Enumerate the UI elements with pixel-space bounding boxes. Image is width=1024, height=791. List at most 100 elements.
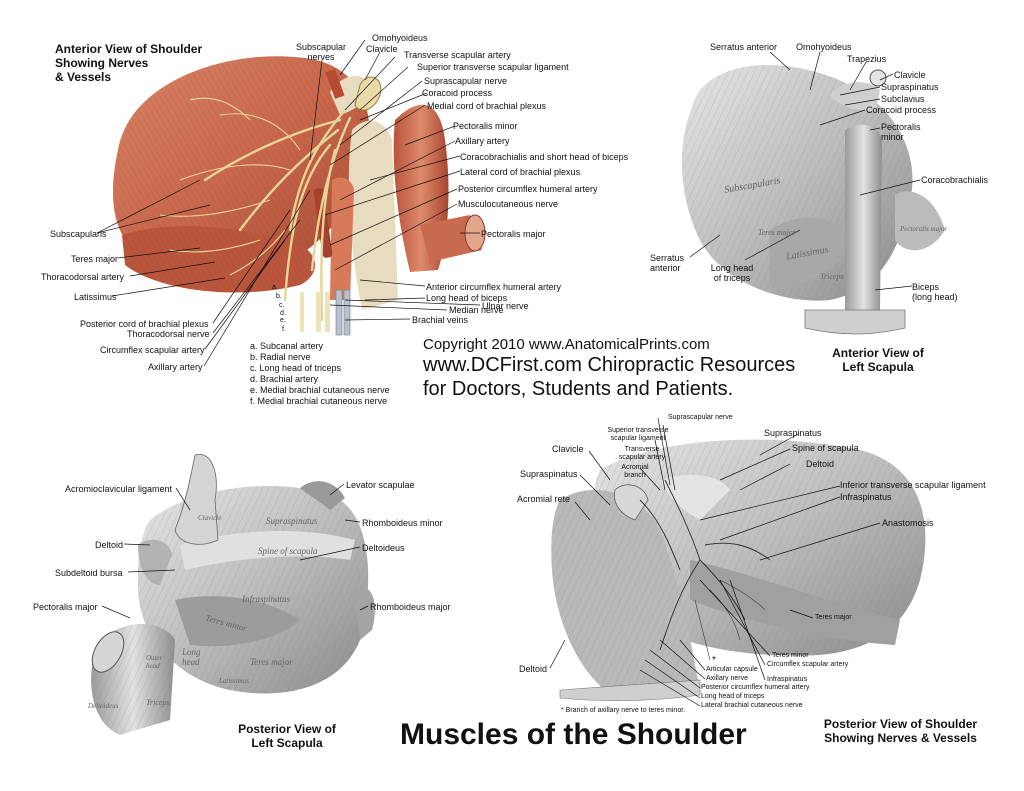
label-line: nerves [307, 52, 335, 62]
label-ulnar-nerve: Ulnar nerve [482, 301, 529, 311]
anterior-scapula-title: Anterior View of Left Scapula [818, 346, 938, 374]
label-rhomboideus-minor: Rhomboideus minor [362, 518, 443, 528]
label-coracoid-process: Coracoid process [866, 105, 937, 115]
label-superior-transverse-scapular-ligament: Superior transverse scapular ligament [417, 62, 569, 72]
title-line: Anterior View of Shoulder [55, 42, 203, 56]
copyright-resources: www.DCFirst.com Chiropractic Resources [423, 354, 796, 376]
label-acromial-branch: Acromial branch [617, 464, 653, 480]
title-line: Posterior View of [238, 722, 336, 736]
image-label-long-head: Long head [182, 647, 201, 667]
image-label-triceps: Triceps [146, 698, 170, 707]
label-transverse-scapular-artery: Transverse scapular artery [610, 446, 674, 462]
label-line: minor [881, 132, 904, 142]
posterior-shoulder-illustration [551, 439, 926, 701]
copyright-audience: for Doctors, Students and Patients. [423, 378, 734, 400]
label-thoracodorsal-nerve: Thoracodorsal nerve [127, 329, 210, 339]
posterior-nerves-title: Posterior View of Shoulder Showing Nerve… [808, 717, 993, 745]
label-line: Long head [710, 263, 754, 273]
label-line: branch [624, 472, 646, 479]
label-deltoid-bottom: Deltoid [519, 664, 548, 674]
label-pectoralis-major: Pectoralis major [481, 229, 546, 239]
legend-item: a. Subcanal artery [250, 341, 324, 351]
label-line: anterior [650, 263, 681, 273]
letter-e: e. [280, 317, 286, 324]
label-clavicle: Clavicle [894, 70, 926, 80]
label-line: Superior transverse [607, 427, 669, 434]
label-line: Pectoralis [881, 122, 921, 132]
label-line: head [182, 657, 200, 667]
label-circumflex-scapular-artery: Circumflex scapular artery [100, 345, 205, 355]
label-line: scapular artery [618, 454, 666, 461]
label-axillary-artery-top: Axillary artery [455, 136, 510, 146]
letter-c: c. [279, 302, 285, 309]
label-levator-scapulae: Levator scapulae [346, 480, 415, 490]
label-subscapular-nerves: Subscapular nerves [296, 42, 346, 62]
letter-d: d. [280, 310, 286, 317]
label-line: Long [182, 647, 201, 657]
label-spine-of-scapula: Spine of scapula [792, 443, 859, 453]
label-line: Outer [146, 654, 163, 662]
image-label-supraspinatus: Supraspinatus [266, 516, 318, 526]
title-line: Showing Nerves [55, 56, 149, 70]
image-label-teres-major: Teres major [250, 657, 293, 667]
letter-a: a. [272, 284, 278, 291]
label-coracobrachialis-biceps: Coracobrachialis and short head of bicep… [460, 152, 629, 162]
label-lateral-brachial: Lateral brachial cutaneous nerve [701, 702, 803, 709]
label-pectoralis-major: Pectoralis major [33, 602, 98, 612]
letter-b: b. [276, 293, 282, 300]
label-axillary-nerve: Axillary nerve [706, 675, 749, 682]
label-coracobrachialis: Coracobrachialis [921, 175, 989, 185]
image-label-infraspinatus: Infraspinatus [242, 594, 291, 604]
label-serratus-anterior-bottom: Serratus anterior [650, 253, 684, 273]
image-label-latissimus: Latissimus [219, 677, 249, 685]
image-label-spine-of-scapula: Spine of scapula [258, 546, 318, 556]
label-lateral-cord: Lateral cord of brachial plexus [460, 167, 581, 177]
legend-item: c. Long head of triceps [250, 363, 342, 373]
label-long-head-triceps: Long head of triceps [701, 693, 765, 700]
label-acromial-rete: Acromial rete [517, 494, 571, 504]
posterior-scapula-illustration [91, 453, 375, 735]
anterior-nerves-title: Anterior View of Shoulder Showing Nerves… [55, 42, 202, 84]
label-subscapularis: Subscapularis [50, 229, 107, 239]
label-clavicle: Clavicle [366, 44, 398, 54]
label-rhomboideus-major: Rhomboideus major [370, 602, 451, 612]
label-long-head-biceps: Long head of biceps [426, 293, 508, 303]
label-brachial-veins: Brachial veins [412, 315, 469, 325]
copyright-line: Copyright 2010 www.AnatomicalPrints.com [423, 336, 710, 353]
label-line: (long head) [912, 292, 958, 302]
label-acromioclavicular: Acromioclavicular ligament [65, 484, 173, 494]
label-deltoid: Deltoid [95, 540, 124, 550]
image-label-triceps: Triceps [820, 272, 844, 281]
page-title: Muscles of the Shoulder [400, 718, 747, 751]
label-biceps-long-head: Biceps (long head) [912, 282, 958, 302]
label-suprascapular-nerve: Suprascapular nerve [668, 414, 733, 421]
label-posterior-circumflex: Posterior circumflex humeral artery [701, 684, 810, 691]
label-supraspinatus-left: Supraspinatus [520, 469, 578, 479]
label-line: of triceps [713, 273, 751, 283]
label-serratus-anterior-top: Serratus anterior [710, 42, 778, 52]
label-infraspinatus-bottom: Infraspinatus [767, 676, 808, 683]
label-long-head-triceps: Long head of triceps [707, 263, 757, 283]
title-line: Anterior View of [832, 346, 924, 360]
label-supraspinatus: Supraspinatus [881, 82, 939, 92]
label-thoracodorsal-artery: Thoracodorsal artery [41, 272, 125, 282]
legend-item: e. Medial brachial cutaneous nerve [250, 385, 390, 395]
label-subdeltoid-bursa: Subdeltoid bursa [55, 568, 123, 578]
legend-item: f. Medial brachial cutaneous nerve [250, 396, 388, 406]
label-posterior-circumflex: Posterior circumflex humeral artery [458, 184, 598, 194]
label-line: Subscapular [296, 42, 347, 52]
label-anterior-circumflex: Anterior circumflex humeral artery [426, 282, 562, 292]
label-inferior-transverse: Inferior transverse scapular ligament [840, 480, 986, 490]
title-line: Showing Nerves & Vessels [824, 731, 977, 745]
label-line: Biceps [912, 282, 940, 292]
label-omohyoideus: Omohyoideus [372, 33, 428, 43]
label-medial-cord: Medial cord of brachial plexus [427, 101, 547, 111]
label-teres-major: Teres major [71, 254, 119, 264]
label-line: head [146, 662, 160, 670]
image-label-clavicle: Clavicle [198, 514, 222, 522]
label-musculocutaneous: Musculocutaneous nerve [458, 199, 559, 209]
label-pectoralis-minor: Pectoralis minor [453, 121, 518, 131]
letter-f: f. [282, 326, 286, 333]
leader-lines [96, 39, 921, 707]
label-deltoid-top: Deltoid [806, 459, 835, 469]
